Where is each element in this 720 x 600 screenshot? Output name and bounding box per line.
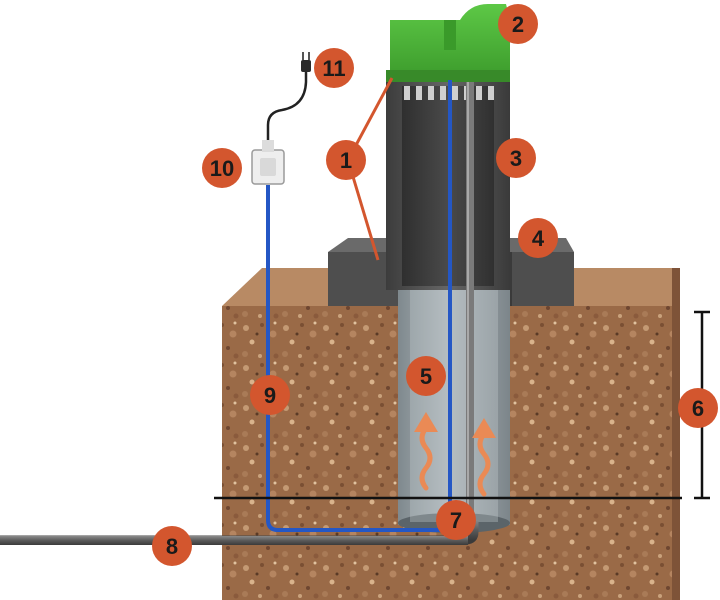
badge-6: 6 <box>678 388 718 428</box>
svg-text:9: 9 <box>264 383 276 408</box>
svg-text:3: 3 <box>510 146 522 171</box>
green-cap <box>386 4 510 82</box>
svg-text:1: 1 <box>340 148 352 173</box>
svg-text:6: 6 <box>692 396 704 421</box>
plug-icon <box>301 52 311 72</box>
badge-10: 10 <box>202 148 242 188</box>
badge-4: 4 <box>518 218 558 258</box>
riser-pipe <box>466 82 474 542</box>
svg-text:4: 4 <box>532 226 545 251</box>
water-flow-arrows <box>414 412 496 497</box>
svg-text:10: 10 <box>210 156 234 181</box>
badge-2: 2 <box>498 4 538 44</box>
badge-9: 9 <box>250 375 290 415</box>
badge-3: 3 <box>496 138 536 178</box>
svg-text:11: 11 <box>322 56 345 81</box>
badge-11: 11 <box>314 48 354 88</box>
badge-1: 1 <box>326 140 366 180</box>
svg-text:5: 5 <box>420 364 432 389</box>
badge-7: 7 <box>436 500 476 540</box>
svg-text:2: 2 <box>512 12 524 37</box>
badge-5: 5 <box>406 356 446 396</box>
junction-box <box>251 70 308 185</box>
well-casing <box>398 290 510 533</box>
badge-8: 8 <box>152 526 192 566</box>
svg-text:8: 8 <box>166 534 178 559</box>
svg-text:7: 7 <box>450 508 462 533</box>
discharge-pipe <box>0 520 479 545</box>
